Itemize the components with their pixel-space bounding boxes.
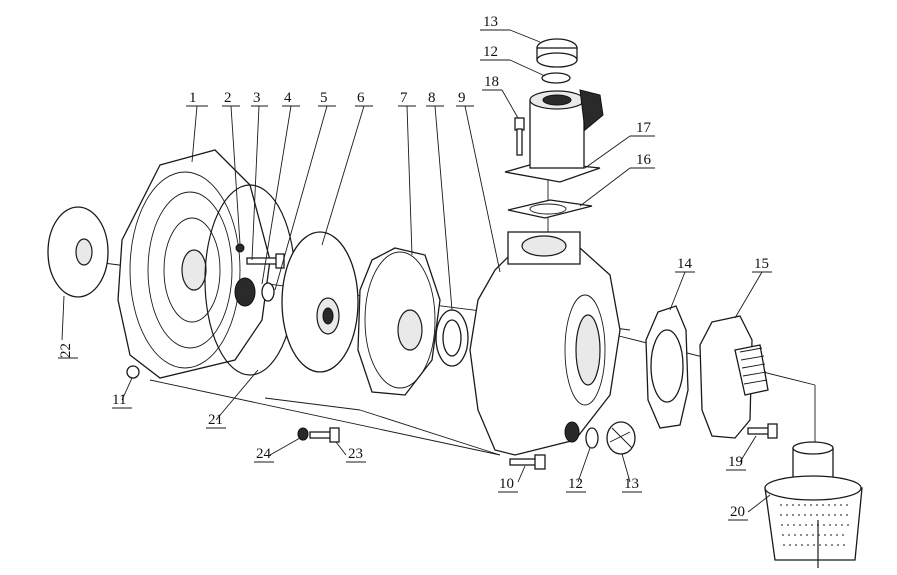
callout-22: 22 <box>58 343 74 358</box>
callout-15: 15 <box>754 256 769 272</box>
part-12-13-lower <box>585 421 636 455</box>
callout-1: 1 <box>189 90 197 106</box>
part-2-3-fasteners <box>235 243 285 269</box>
part-9-pump-casing <box>469 231 621 456</box>
callout-24: 24 <box>256 446 272 462</box>
callout-12-top: 12 <box>483 44 498 60</box>
part-8-gasket-ring <box>435 309 469 367</box>
callout-8: 8 <box>428 90 436 106</box>
part-1-rear-housing <box>117 149 271 379</box>
part-14-gasket <box>645 305 689 429</box>
part-20-strainer <box>764 441 863 568</box>
callout-19: 19 <box>728 454 743 470</box>
callout-14: 14 <box>677 256 693 272</box>
part-10-bolt <box>509 454 546 470</box>
callout-20: 20 <box>730 504 745 520</box>
callout-5: 5 <box>320 90 328 106</box>
callout-3: 3 <box>253 90 261 106</box>
callout-23: 23 <box>348 446 363 462</box>
part-17-inlet-body <box>504 89 604 183</box>
part-11-nut <box>126 365 140 379</box>
callout-21: 21 <box>208 412 223 428</box>
part-5-wear-plate <box>281 231 359 373</box>
callout-6: 6 <box>357 90 365 106</box>
part-22-flange <box>47 206 109 298</box>
callout-17: 17 <box>636 120 652 136</box>
callout-10: 10 <box>499 476 514 492</box>
callout-13-bottom: 13 <box>624 476 639 492</box>
part-19-bolt <box>747 423 778 439</box>
callout-9: 9 <box>458 90 466 106</box>
part-7-impeller-plate <box>357 247 441 396</box>
callout-16: 16 <box>636 152 652 168</box>
leader-lines <box>58 29 772 521</box>
callout-labels: 1 2 3 4 5 6 7 8 9 10 11 12 12 13 13 14 1… <box>58 14 769 520</box>
callout-12-bottom: 12 <box>568 476 583 492</box>
part-15-outlet-flange <box>699 315 769 439</box>
callout-2: 2 <box>224 90 232 106</box>
part-12-13-top <box>536 38 578 84</box>
part-23-24-bolt-washer <box>297 427 340 443</box>
callout-18: 18 <box>484 74 499 90</box>
callout-7: 7 <box>400 90 408 106</box>
part-18-bolt <box>514 117 525 156</box>
callout-4: 4 <box>284 90 292 106</box>
callout-11: 11 <box>112 392 126 408</box>
callout-13-top: 13 <box>483 14 498 30</box>
part-4-seal <box>234 277 275 307</box>
part-16-top-gasket <box>507 199 593 219</box>
